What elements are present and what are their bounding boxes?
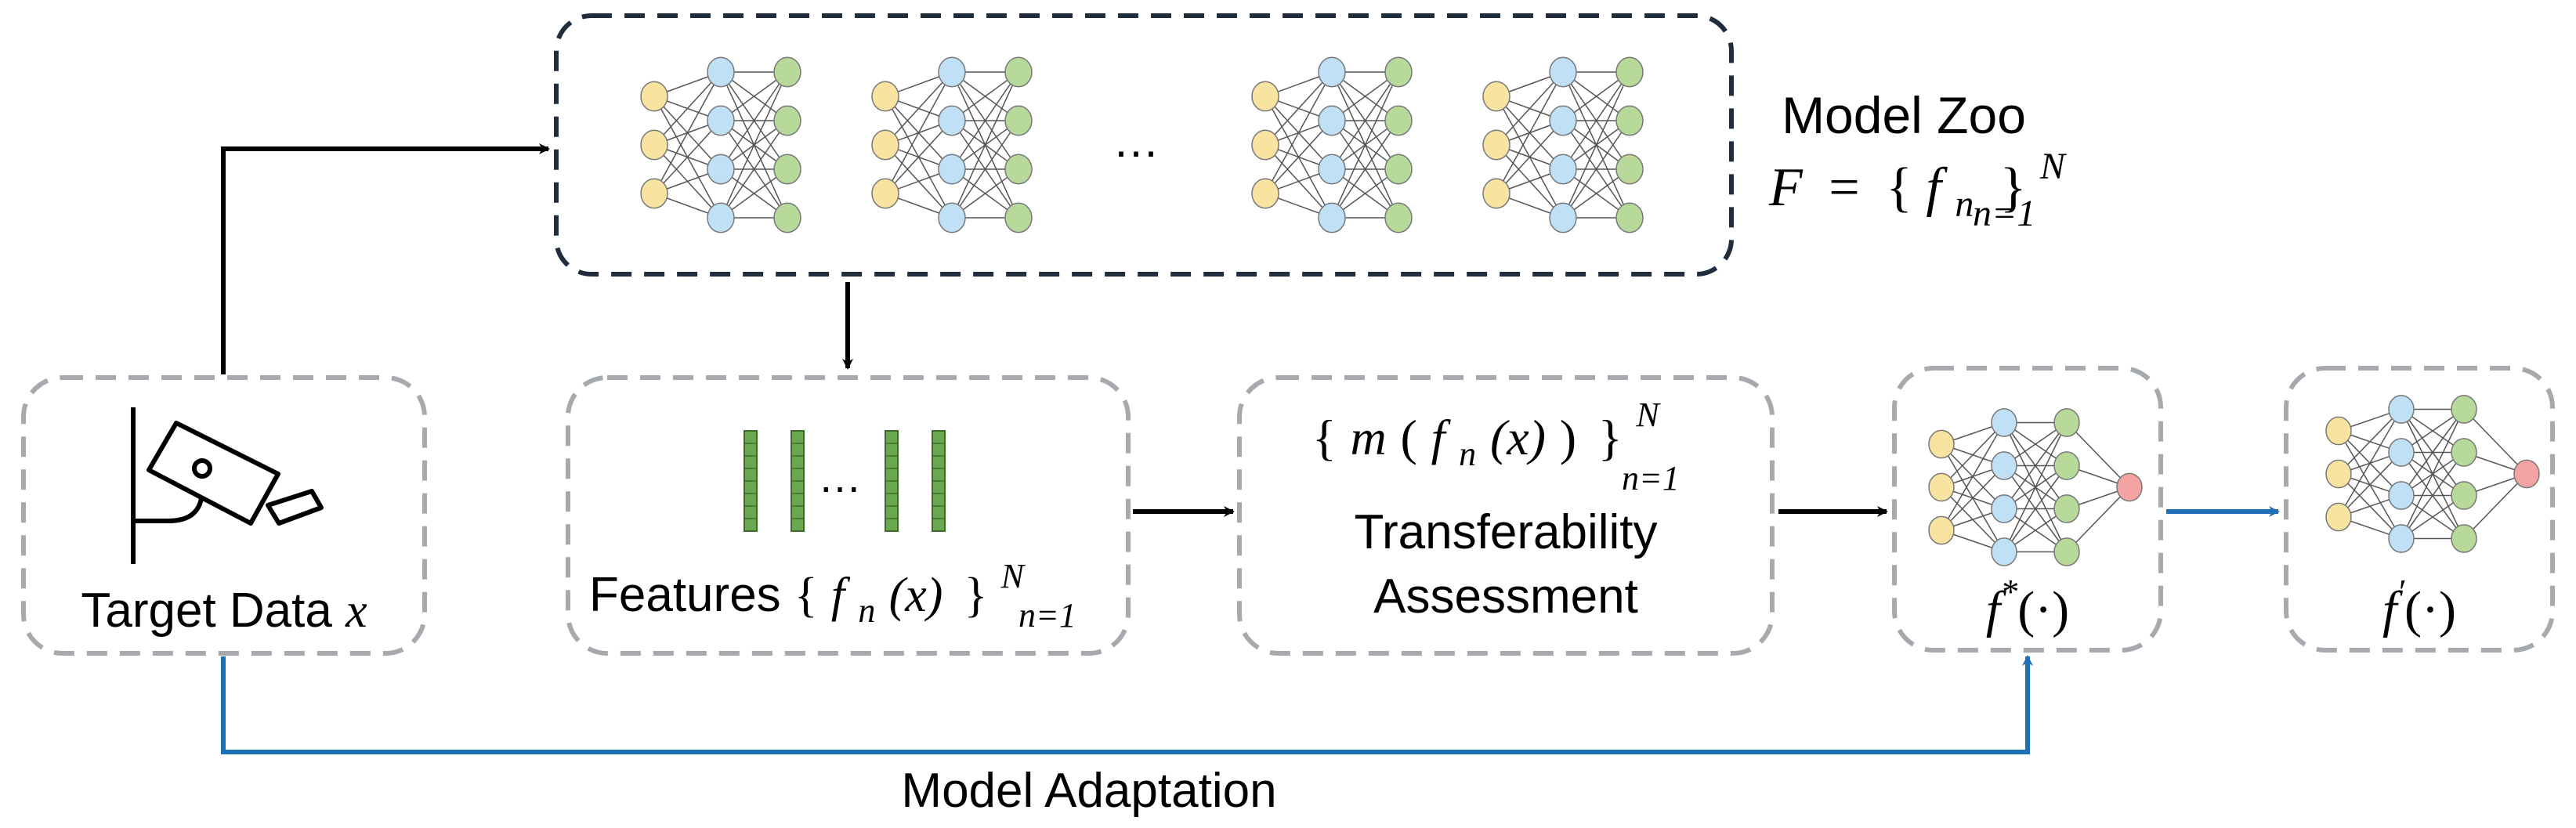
feature-vector	[743, 430, 758, 532]
target-data-label: Target Data x	[81, 584, 367, 638]
transferability-line1: Transferability	[1354, 505, 1657, 559]
model-zoo-ellipsis: …	[1113, 114, 1160, 167]
feature-vector	[932, 430, 946, 532]
features-ellipsis: …	[818, 452, 862, 501]
model-zoo-formula: F = { f n } N	[1768, 146, 2068, 229]
model-zoo-networks	[640, 56, 1644, 233]
arrow-adaptation	[221, 655, 2033, 754]
features-box	[566, 375, 1131, 656]
transferability-box	[1237, 375, 1775, 656]
arrow-target-to-zoo	[221, 143, 550, 374]
model-zoo-network	[871, 56, 1033, 233]
features-label: Features { f n (x) } N	[589, 557, 1026, 633]
best-model-network	[1928, 408, 2143, 566]
adapted-model-box	[2284, 366, 2555, 653]
adapted-model-network	[2325, 395, 2540, 553]
best-model-box	[1892, 366, 2163, 653]
model-zoo-network	[1482, 56, 1644, 233]
feature-vector	[791, 430, 805, 532]
feature-vectors	[743, 430, 946, 532]
transferability-line2: Assessment	[1373, 569, 1638, 624]
transferability-formula-sub: n=1	[1622, 459, 1680, 497]
best-model-label: f*(·)	[1986, 573, 2069, 638]
model-zoo-network	[1251, 56, 1413, 233]
features-label-sub: n=1	[1018, 596, 1076, 635]
model-zoo-box	[554, 13, 1734, 277]
transferability-formula: { m ( f n (x) ) } N	[1312, 396, 1661, 476]
adaptation-label: Model Adaptation	[901, 764, 1276, 818]
model-zoo-formula-sub: n=1	[1973, 193, 2035, 234]
model-zoo-network	[640, 56, 801, 233]
model-zoo-title: Model Zoo	[1782, 86, 2026, 144]
adapted-model-label: f′(·)	[2382, 573, 2456, 638]
camera-icon	[131, 407, 324, 564]
target-data-box	[21, 375, 427, 656]
feature-vector	[885, 430, 899, 532]
